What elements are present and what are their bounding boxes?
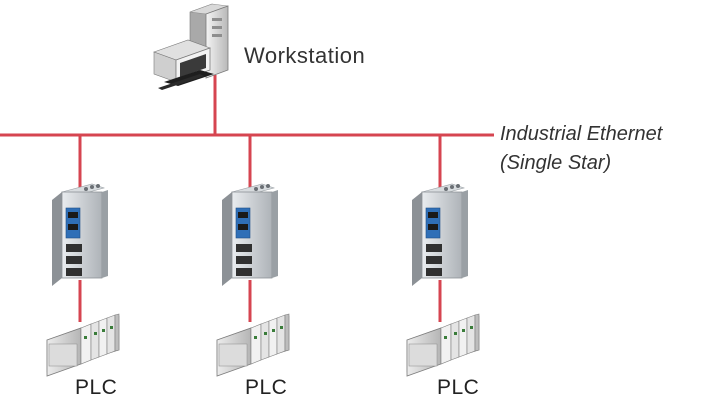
switch-1 [51,183,109,287]
workstation-computer-icon [153,3,229,90]
plc-rack-icon [406,313,480,377]
ethernet-bus [0,75,494,322]
switch-2 [221,183,279,287]
workstation-label: Workstation [244,43,366,68]
industrial-switch-icon [221,183,279,287]
industrial-switch-icon [411,183,469,287]
plc-3 [406,313,480,377]
plc-label-1: PLC [75,376,118,399]
network-topology-label: (Single Star) [500,152,612,174]
plc-rack-icon [46,313,120,377]
switch-3 [411,183,469,287]
plc-label-3: PLC [437,376,480,399]
industrial-switch-icon [51,183,109,287]
plc-2 [216,313,290,377]
plc-label-2: PLC [245,376,288,399]
plc-1 [46,313,120,377]
plc-rack-icon [216,313,290,377]
network-label: Industrial Ethernet [500,123,663,145]
